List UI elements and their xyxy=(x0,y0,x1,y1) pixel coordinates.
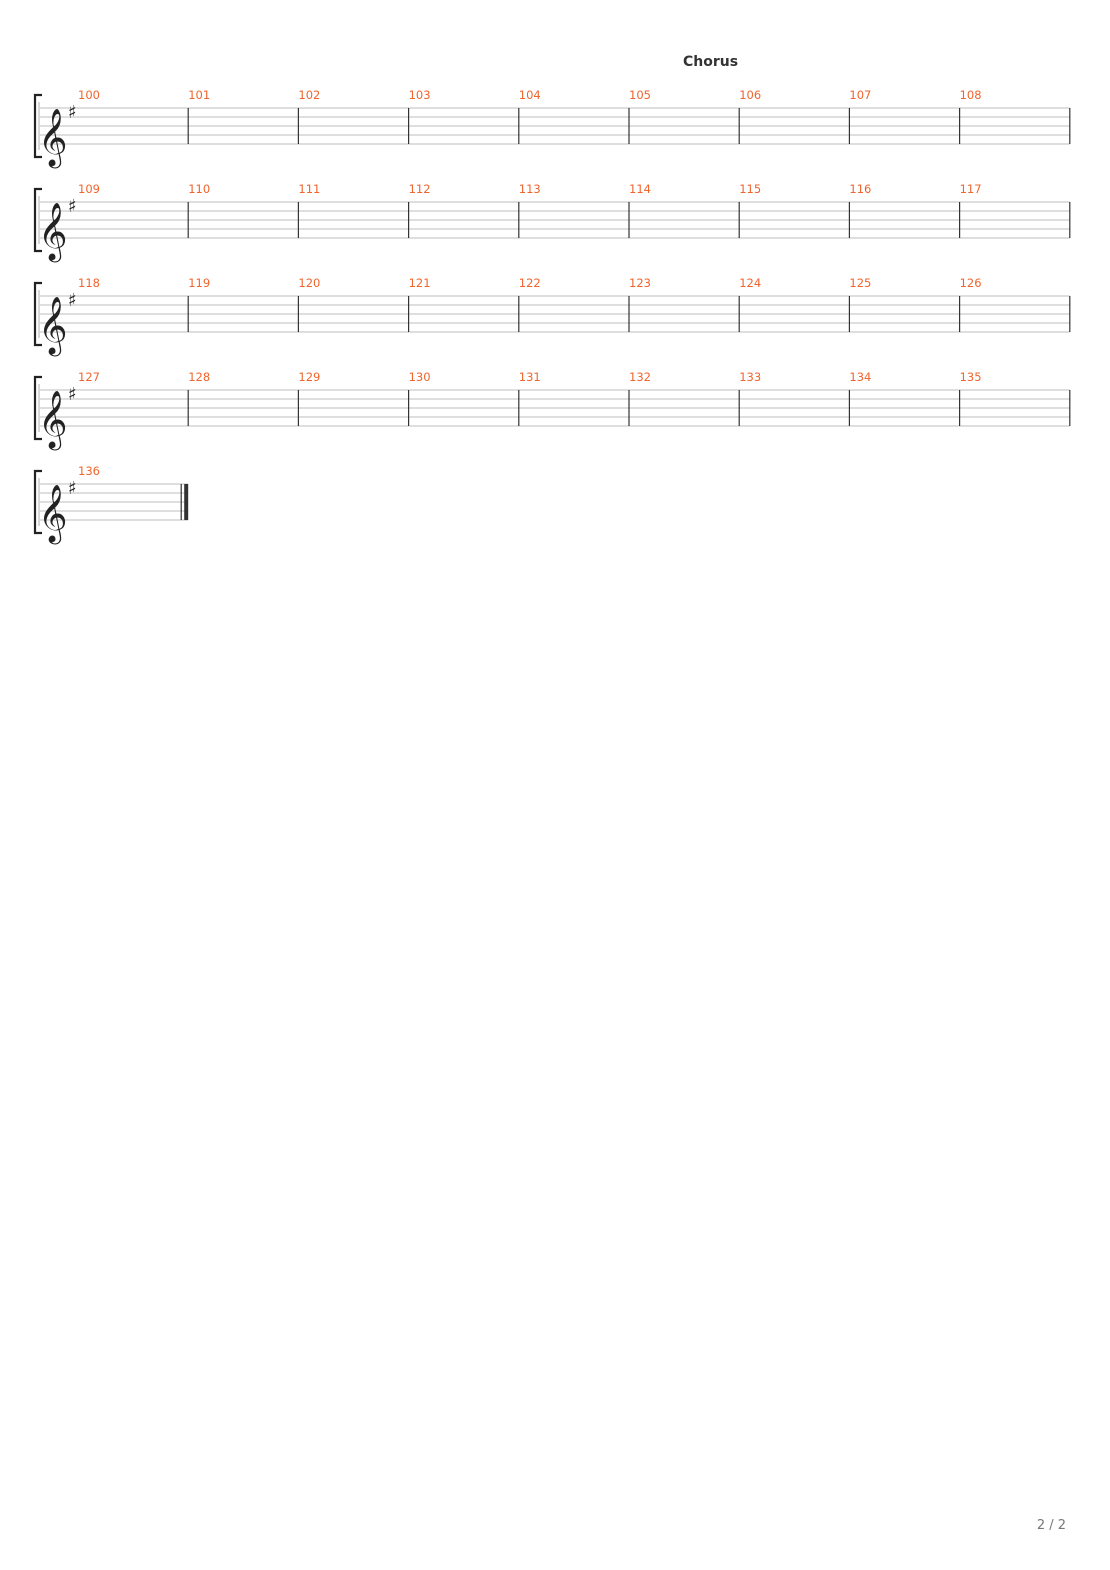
staff-system: 𝄞♯136 xyxy=(33,464,189,545)
measure-number: 116 xyxy=(849,182,871,196)
treble-clef-icon: 𝄞 xyxy=(38,484,68,545)
measure-number: 119 xyxy=(188,276,210,290)
page-number: 2 / 2 xyxy=(1036,1518,1066,1533)
measure-number: 131 xyxy=(519,370,541,384)
measure-number: 128 xyxy=(188,370,210,384)
system-bracket xyxy=(33,93,42,159)
measure-number: 122 xyxy=(519,276,541,290)
measure-number: 106 xyxy=(739,88,761,102)
measure-number: 111 xyxy=(298,182,320,196)
measure-number: 124 xyxy=(739,276,761,290)
measure-number: 114 xyxy=(629,182,651,196)
measure-number: 125 xyxy=(849,276,871,290)
staff-system: 𝄞♯109 110 111 112 113 114 115 116 117 xyxy=(33,182,1071,263)
section-label-chorus: Chorus xyxy=(683,54,739,70)
measure-number: 134 xyxy=(849,370,871,384)
measure-number: 126 xyxy=(960,276,982,290)
measure-number: 130 xyxy=(409,370,431,384)
measure-number: 132 xyxy=(629,370,651,384)
measure-number: 117 xyxy=(960,182,982,196)
measure-number: 118 xyxy=(78,276,100,290)
measure-number: 133 xyxy=(739,370,761,384)
system-bracket xyxy=(33,281,42,347)
treble-clef-icon: 𝄞 xyxy=(38,296,68,357)
treble-clef-icon: 𝄞 xyxy=(38,202,68,263)
measure-number: 107 xyxy=(849,88,871,102)
measure-number: 105 xyxy=(629,88,651,102)
measure-number: 136 xyxy=(78,464,100,478)
measure-number: 115 xyxy=(739,182,761,196)
sharp-icon: ♯ xyxy=(68,384,77,405)
staff-system: 𝄞♯100 101 102 103 104 105 106 107 108 xyxy=(33,88,1071,169)
sharp-icon: ♯ xyxy=(68,290,77,311)
measure-number: 135 xyxy=(960,370,982,384)
sharp-icon: ♯ xyxy=(68,102,77,123)
system-bracket xyxy=(33,187,42,253)
measure-number: 121 xyxy=(409,276,431,290)
staff-system: 𝄞♯118 119 120 121 122 123 124 125 126 xyxy=(33,276,1071,357)
treble-clef-icon: 𝄞 xyxy=(38,108,68,169)
sharp-icon: ♯ xyxy=(68,478,77,499)
measure-number: 108 xyxy=(960,88,982,102)
measure-number: 101 xyxy=(188,88,210,102)
measure-number: 123 xyxy=(629,276,651,290)
measure-number: 129 xyxy=(298,370,320,384)
measure-number: 104 xyxy=(519,88,541,102)
measure-number: 109 xyxy=(78,182,100,196)
measure-number: 100 xyxy=(78,88,100,102)
measure-number: 110 xyxy=(188,182,210,196)
sharp-icon: ♯ xyxy=(68,196,77,217)
measure-number: 113 xyxy=(519,182,541,196)
measure-number: 112 xyxy=(409,182,431,196)
treble-clef-icon: 𝄞 xyxy=(38,390,68,451)
staff-system: 𝄞♯127 128 129 130 131 132 133 134 135 xyxy=(33,370,1071,451)
measure-number: 120 xyxy=(298,276,320,290)
measure-number: 127 xyxy=(78,370,100,384)
measure-number: 103 xyxy=(409,88,431,102)
system-bracket xyxy=(33,469,42,535)
system-bracket xyxy=(33,375,42,441)
measure-number: 102 xyxy=(298,88,320,102)
